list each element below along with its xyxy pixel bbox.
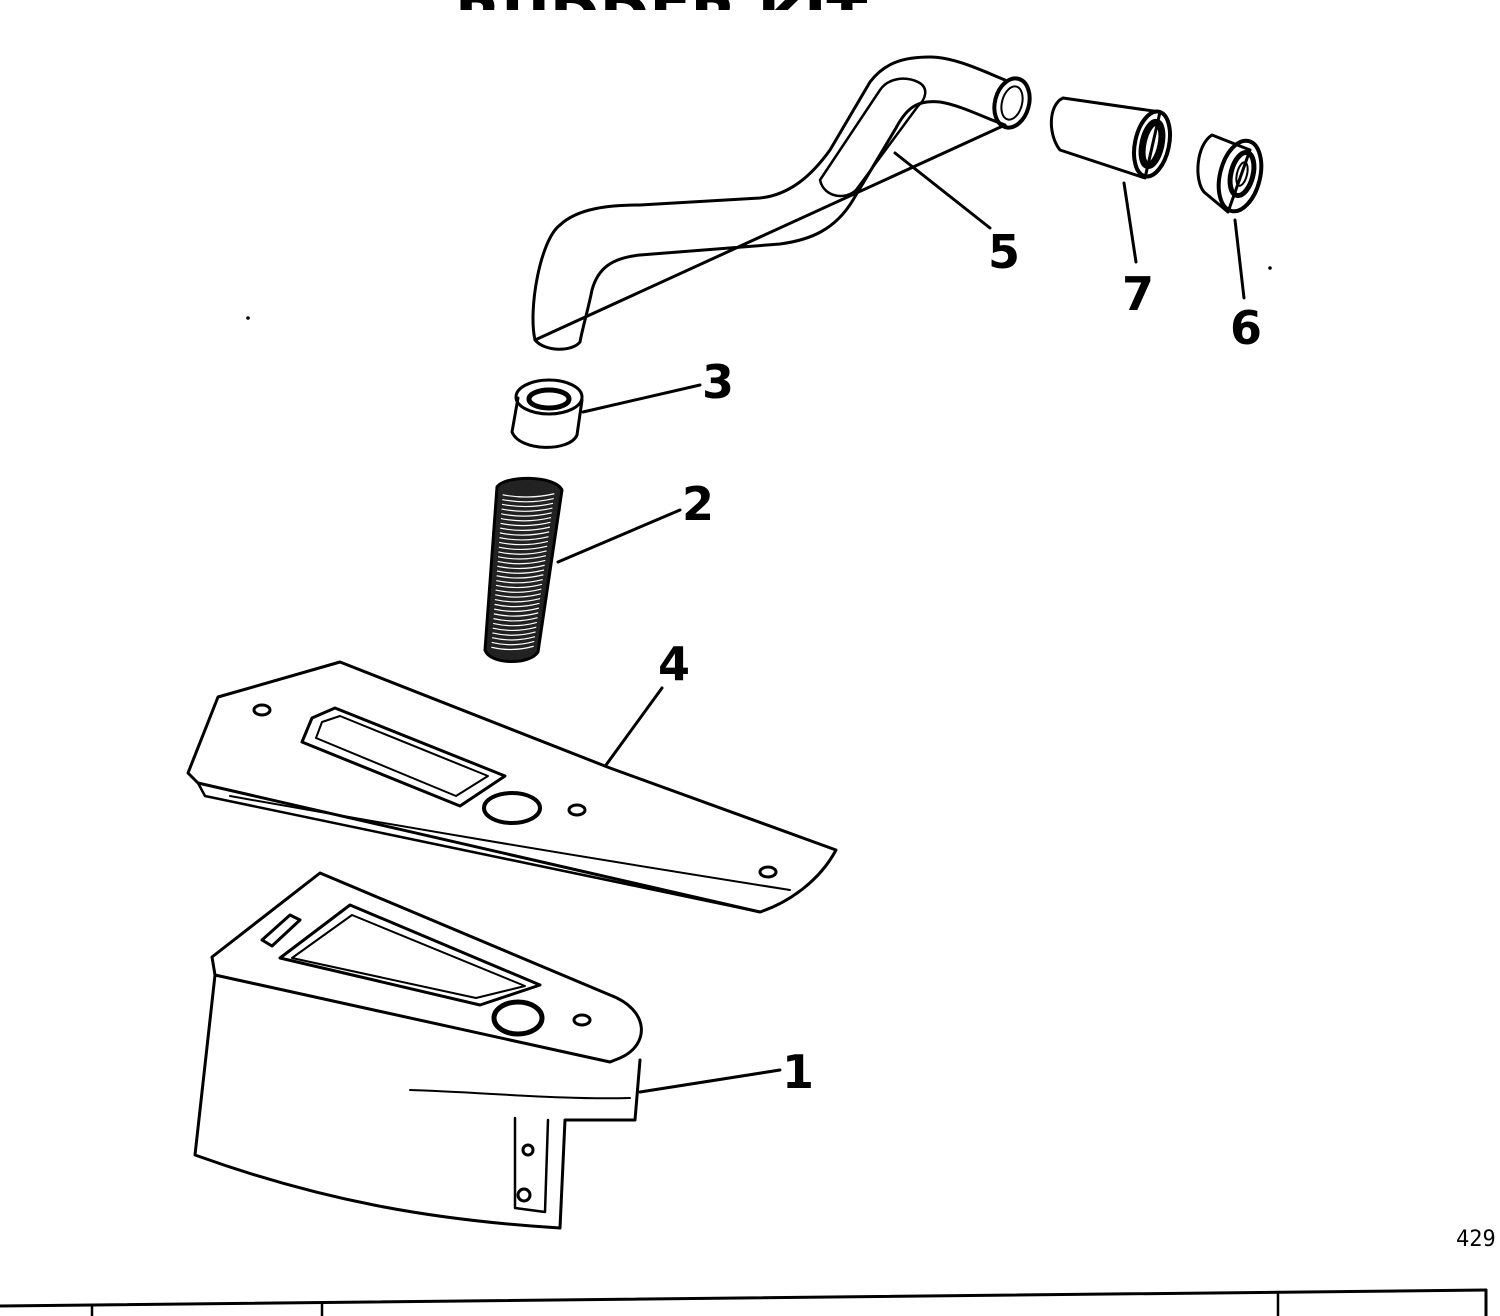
leader-6 bbox=[1233, 218, 1246, 300]
callout-3: 3 bbox=[702, 355, 734, 409]
spring-coil bbox=[495, 593, 541, 598]
figure-number-region: 429 bbox=[1456, 1227, 1496, 1252]
spring-coil bbox=[500, 526, 550, 531]
leader-lines bbox=[556, 151, 1246, 1094]
spring-coil bbox=[497, 555, 547, 560]
spring-coil bbox=[496, 578, 543, 584]
spring-coil bbox=[492, 631, 536, 636]
callout-5: 5 bbox=[988, 225, 1020, 279]
spring-coil bbox=[498, 550, 547, 555]
page-title: RUDDER KIT bbox=[455, 0, 867, 53]
figure-number: 429 bbox=[1456, 1227, 1496, 1252]
part-1-rudder-base bbox=[193, 871, 643, 1230]
scan-specks bbox=[246, 266, 1272, 320]
callout-4: 4 bbox=[658, 637, 690, 691]
spring-coil bbox=[491, 640, 535, 646]
spring-coil bbox=[496, 574, 544, 579]
spring-coil bbox=[500, 521, 551, 527]
spring-coil bbox=[491, 636, 536, 641]
spring-coil bbox=[500, 517, 552, 522]
spring-coil bbox=[492, 626, 537, 632]
parts-table-frame bbox=[0, 1288, 1488, 1316]
part-5-rudder-tube bbox=[531, 55, 1032, 351]
part-3-spacer bbox=[510, 378, 584, 449]
spring-coil bbox=[497, 564, 545, 570]
spring-coil bbox=[494, 607, 539, 612]
spring-coil bbox=[491, 645, 534, 651]
spring-coil bbox=[501, 512, 552, 517]
spring-coil bbox=[494, 598, 541, 603]
callout-7: 7 bbox=[1122, 267, 1154, 321]
leader-7 bbox=[1122, 181, 1138, 264]
leader-2 bbox=[556, 508, 682, 564]
part-7-bushing bbox=[1049, 96, 1172, 180]
spring-coil bbox=[498, 545, 548, 551]
part-4-gasket bbox=[186, 660, 838, 914]
leader-3 bbox=[581, 383, 702, 414]
leader-1 bbox=[638, 1068, 782, 1094]
spring-coil bbox=[499, 536, 549, 541]
spring-coil bbox=[502, 493, 555, 498]
spring-coil bbox=[499, 531, 550, 536]
spring-coil bbox=[501, 502, 554, 508]
spring-coil bbox=[492, 621, 538, 627]
callout-labels: 1 2 3 4 5 6 7 bbox=[658, 225, 1262, 1099]
spring-coil bbox=[496, 569, 545, 574]
spring-coil bbox=[501, 507, 553, 512]
spring-coil bbox=[495, 583, 543, 589]
part-6-grommet bbox=[1196, 133, 1264, 214]
part-2-spring bbox=[483, 476, 564, 663]
callout-1: 1 bbox=[782, 1045, 814, 1099]
spring-coil bbox=[497, 559, 546, 565]
spring-coil bbox=[502, 497, 554, 503]
leader-4 bbox=[604, 686, 664, 767]
spring-coil bbox=[495, 588, 542, 593]
title-region: RUDDER KIT bbox=[455, 0, 867, 53]
spring-coil bbox=[498, 540, 549, 546]
spring-coil bbox=[493, 612, 539, 617]
callout-2: 2 bbox=[682, 477, 714, 531]
callout-6: 6 bbox=[1230, 301, 1262, 355]
spring-coil bbox=[494, 602, 540, 608]
spring-coil bbox=[493, 617, 538, 622]
leader-5 bbox=[893, 151, 992, 230]
